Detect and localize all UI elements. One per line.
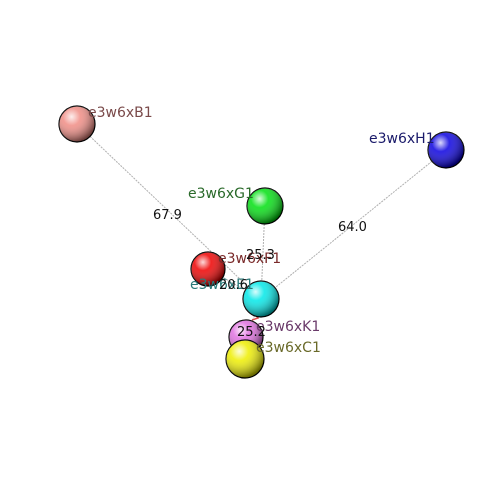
- distance-k1-e1: 25.2: [237, 325, 266, 340]
- label-k1: e3w6xK1: [256, 319, 320, 335]
- label-b1: e3w6xB1: [88, 105, 153, 121]
- distance-g1-e1: 25.3: [246, 248, 275, 263]
- distance-f1-e1: 20.6: [219, 278, 248, 293]
- label-g1: e3w6xG1: [188, 186, 254, 202]
- atom-b1[interactable]: [58, 105, 96, 143]
- atom-g1[interactable]: [246, 187, 284, 225]
- distance-b1-e1: 67.9: [153, 208, 182, 223]
- distance-h1-e1: 64.0: [338, 220, 367, 235]
- atom-f1[interactable]: [190, 251, 226, 287]
- atom-e1[interactable]: [242, 280, 280, 318]
- edge-h1-e1: [260, 149, 447, 300]
- label-c1: e3w6xC1: [256, 340, 321, 356]
- label-f1: e3w6xF1: [218, 251, 281, 267]
- label-e1: e3w6xE1: [190, 277, 254, 293]
- label-h1: e3w6xH1: [369, 131, 435, 147]
- atom-c1[interactable]: [225, 339, 265, 379]
- distance-labels: 67.9 64.0 25.3 20.6 25.2: [153, 208, 367, 340]
- edge-b1-e1: [76, 123, 262, 300]
- atom-h1[interactable]: [427, 131, 465, 169]
- atom-labels: e3w6xB1 e3w6xH1 e3w6xG1 e3w6xE1 e3w6xF1 …: [88, 105, 435, 356]
